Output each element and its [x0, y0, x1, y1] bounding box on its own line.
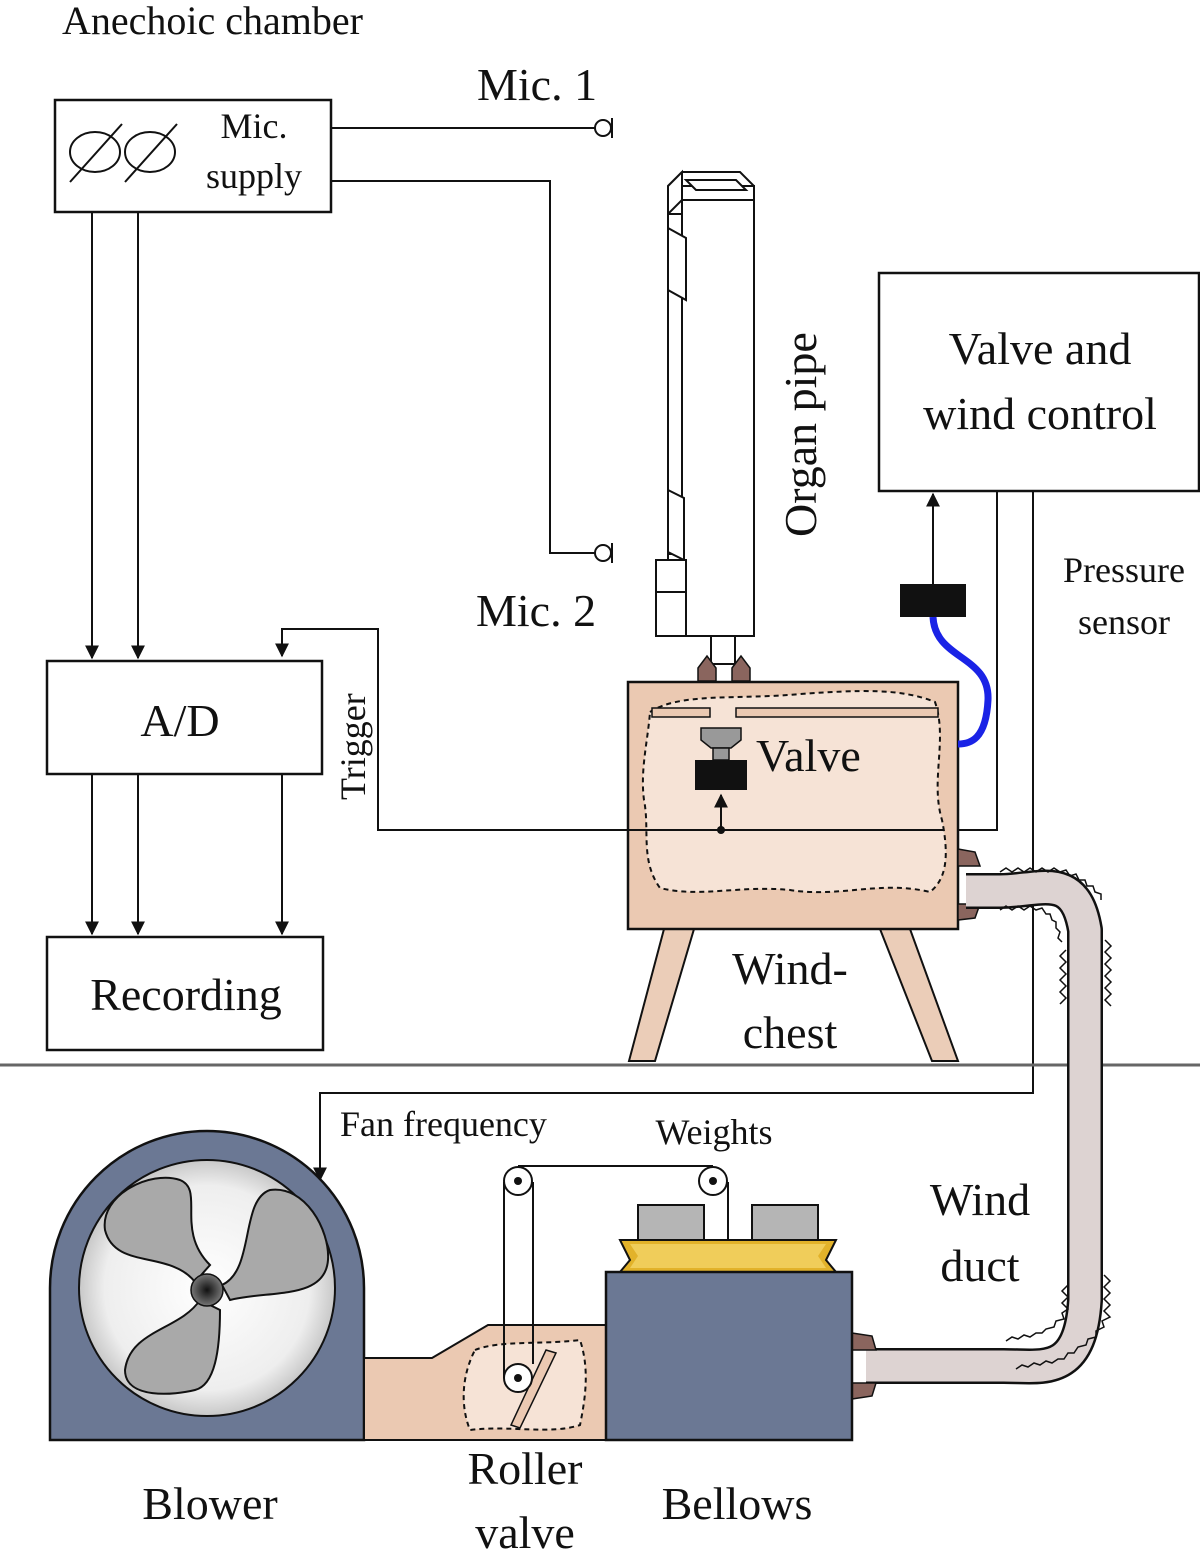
wind-duct — [851, 867, 1113, 1400]
wind-duct-label-2: duct — [940, 1240, 1019, 1291]
recording-box: Recording — [45, 935, 325, 1052]
windchest: Valve — [626, 680, 982, 931]
bellows — [604, 1204, 854, 1442]
weights-label: Weights — [655, 1112, 772, 1152]
recording-label: Recording — [90, 969, 282, 1020]
valve-control-label-2: wind control — [923, 388, 1157, 439]
blower — [48, 1129, 366, 1442]
pressure-sensor-label-1: Pressure — [1063, 550, 1185, 590]
chamber-label: Anechoic chamber — [62, 0, 363, 43]
mic2-label: Mic. 2 — [476, 585, 596, 636]
wind-duct-label-1: Wind — [930, 1174, 1030, 1225]
organ-pipe-label: Organ pipe — [775, 332, 826, 537]
pulley-cable — [503, 1165, 729, 1393]
windchest-label-1: Wind- — [732, 943, 848, 994]
valve-wind-control-box: Valve and wind control — [877, 271, 1200, 493]
blower-label: Blower — [142, 1478, 277, 1529]
fan-blades-icon — [103, 1176, 330, 1395]
weight-block-left — [637, 1204, 705, 1241]
windchest-inlet-flange — [957, 848, 982, 921]
roller-valve — [363, 1324, 607, 1441]
roller-valve-label-2: valve — [475, 1507, 575, 1553]
organ-pipe — [655, 169, 755, 637]
mic2-icon — [594, 543, 613, 563]
windchest-label-2: chest — [743, 1007, 838, 1058]
mic1-icon — [594, 118, 613, 138]
mic-supply-label-1: Mic. — [221, 106, 288, 146]
valve-actuator-icon — [695, 727, 747, 834]
roller-valve-label-1: Roller — [468, 1443, 583, 1494]
trigger-label: Trigger — [333, 693, 373, 800]
mic-supply-label-2: supply — [206, 156, 302, 196]
valve-label: Valve — [756, 730, 861, 781]
pressure-sensor-label-2: sensor — [1078, 602, 1170, 642]
mic-supply-gauge-icon — [69, 123, 178, 183]
mic-supply-box: Mic. supply — [53, 98, 333, 214]
pressure-tube — [929, 616, 992, 748]
ad-label: A/D — [140, 695, 219, 746]
fan-frequency-label: Fan frequency — [340, 1104, 547, 1144]
bellows-label: Bellows — [662, 1478, 813, 1529]
pressure-sensor-icon — [900, 584, 966, 617]
mic1-label: Mic. 1 — [477, 59, 597, 110]
pipe-foot — [697, 635, 751, 682]
ad-converter-box: A/D — [45, 659, 324, 776]
weight-block-right — [751, 1204, 819, 1241]
valve-control-label-1: Valve and — [949, 323, 1132, 374]
